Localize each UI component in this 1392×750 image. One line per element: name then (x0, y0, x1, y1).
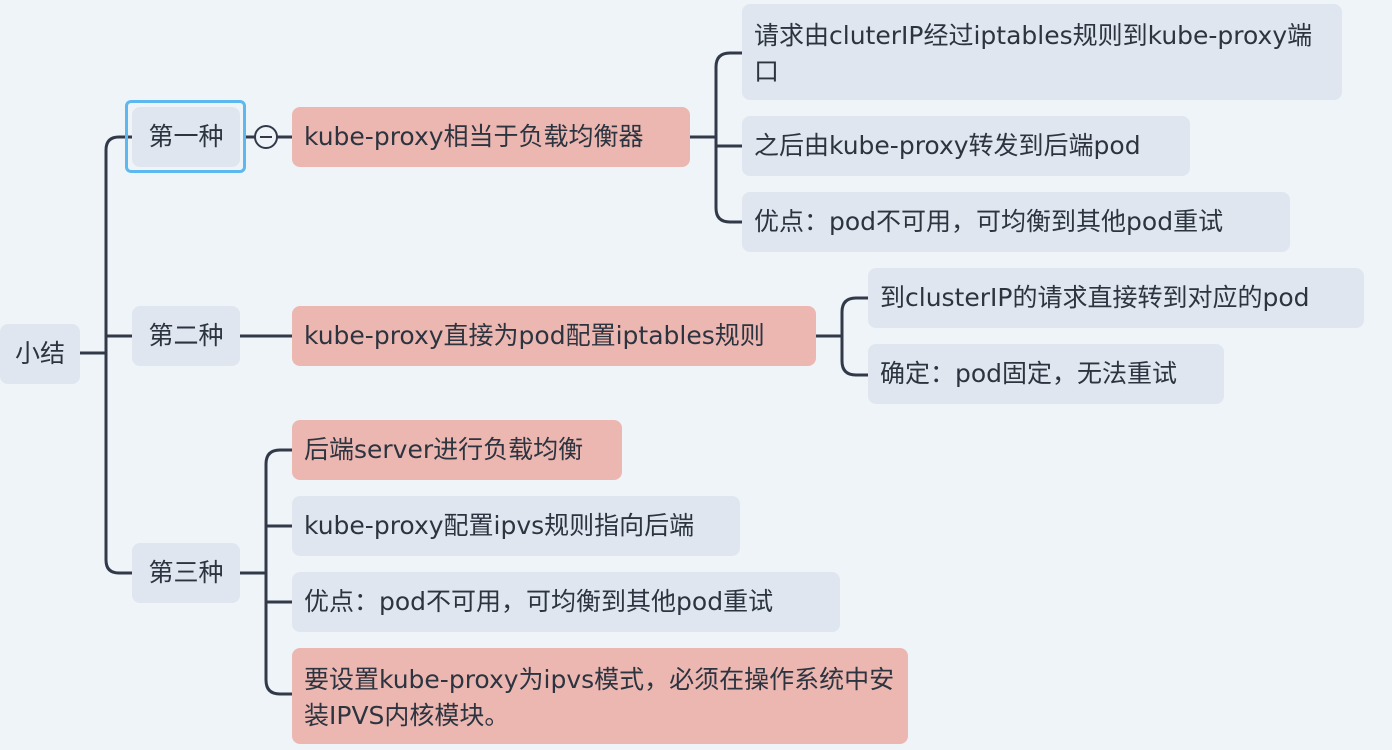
branch-1-child-2-label: 之后由kube-proxy转发到后端pod (754, 131, 1141, 160)
collapse-minus-icon[interactable] (254, 125, 278, 149)
branch-1-main-topic[interactable]: kube-proxy相当于负载均衡器 (292, 107, 690, 167)
branch-1-main-label: kube-proxy相当于负载均衡器 (304, 122, 644, 151)
branch-2-label: 第二种 (148, 321, 224, 350)
root-topic[interactable]: 小结 (0, 324, 80, 384)
branch-2-child-2[interactable]: 确定：pod固定，无法重试 (868, 344, 1224, 404)
root-topic-label: 小结 (14, 339, 65, 368)
branch-3-child-4-label: 要设置kube-proxy为ipvs模式，必须在操作系统中安装IPVS内核模块。 (304, 665, 895, 730)
branch-2-main-topic[interactable]: kube-proxy直接为pod配置iptables规则 (292, 306, 816, 366)
branch-1-topic[interactable]: 第一种 (132, 107, 240, 167)
collapse-minus-bar (260, 136, 272, 138)
connector-root-vertical (104, 135, 121, 575)
branch-1-child-3[interactable]: 优点：pod不可用，可均衡到其他pod重试 (742, 192, 1290, 252)
branch-1-child-1[interactable]: 请求由cluterIP经过iptables规则到kube-proxy端口 (742, 4, 1342, 100)
branch-3-child-3-label: 优点：pod不可用，可均衡到其他pod重试 (304, 587, 774, 616)
connector-b2-vertical (840, 296, 858, 377)
branch-3-child-3[interactable]: 优点：pod不可用，可均衡到其他pod重试 (292, 572, 840, 632)
connector-b3-vertical (264, 448, 282, 696)
branch-3-child-2-label: kube-proxy配置ipvs规则指向后端 (304, 511, 695, 540)
branch-3-label: 第三种 (148, 558, 224, 587)
branch-3-child-2[interactable]: kube-proxy配置ipvs规则指向后端 (292, 496, 740, 556)
branch-1-child-2[interactable]: 之后由kube-proxy转发到后端pod (742, 116, 1190, 176)
branch-1-label: 第一种 (148, 122, 224, 151)
branch-2-topic[interactable]: 第二种 (132, 306, 240, 366)
branch-1-child-1-label: 请求由cluterIP经过iptables规则到kube-proxy端口 (754, 21, 1313, 86)
connector-b1-vertical (714, 51, 732, 224)
branch-2-child-1-label: 到clusterIP的请求直接转到对应的pod (880, 283, 1310, 312)
branch-3-child-1-label: 后端server进行负载均衡 (304, 435, 584, 464)
branch-2-child-2-label: 确定：pod固定，无法重试 (880, 359, 1178, 388)
selection-outline (125, 100, 246, 173)
branch-2-child-1[interactable]: 到clusterIP的请求直接转到对应的pod (868, 268, 1364, 328)
branch-2-main-label: kube-proxy直接为pod配置iptables规则 (304, 321, 765, 350)
branch-3-child-4[interactable]: 要设置kube-proxy为ipvs模式，必须在操作系统中安装IPVS内核模块。 (292, 648, 908, 744)
branch-3-topic[interactable]: 第三种 (132, 543, 240, 603)
branch-3-child-1[interactable]: 后端server进行负载均衡 (292, 420, 622, 480)
branch-1-child-3-label: 优点：pod不可用，可均衡到其他pod重试 (754, 207, 1224, 236)
